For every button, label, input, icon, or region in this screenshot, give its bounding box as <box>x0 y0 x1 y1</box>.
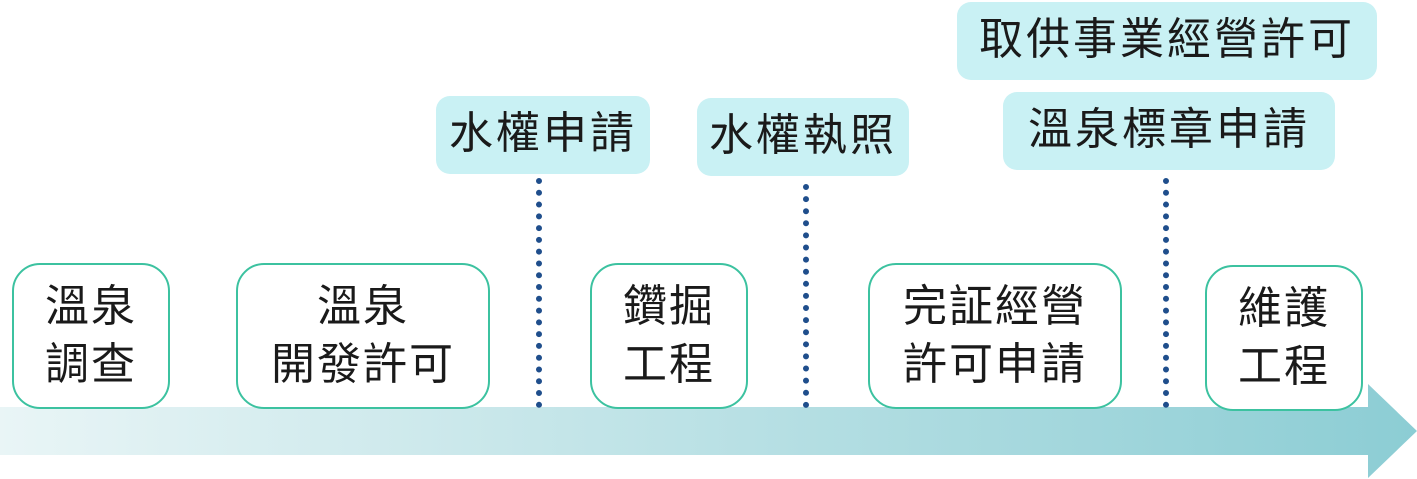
step-drilling-works: 鑽掘 工程 <box>590 263 748 409</box>
milestone-tag-hot-spring-label: 溫泉標章申請 <box>1003 92 1335 170</box>
milestone-line-hot-spring-label <box>1163 178 1169 408</box>
step-text-line2: 開發許可 <box>271 339 455 390</box>
step-text-line2: 工程 <box>623 339 715 390</box>
milestone-tag-water-right-license: 水權執照 <box>697 98 909 176</box>
milestone-line-water-right-license <box>803 184 809 408</box>
step-completion-operation-permit: 完証經營 許可申請 <box>868 263 1122 409</box>
step-text-line1: 溫泉 <box>45 281 137 332</box>
step-development-permit: 溫泉 開發許可 <box>236 263 490 409</box>
step-text-line2: 工程 <box>1238 341 1330 392</box>
milestone-tag-water-right-application: 水權申請 <box>436 96 650 174</box>
step-text-line1: 鑽掘 <box>623 281 715 332</box>
step-text-line1: 溫泉 <box>317 281 409 332</box>
step-text-line2: 調查 <box>45 339 137 390</box>
step-hot-spring-survey: 溫泉 調查 <box>12 263 170 409</box>
step-text-line1: 維護 <box>1238 283 1330 334</box>
milestone-line-water-right-application <box>536 178 542 408</box>
step-maintenance-works: 維護 工程 <box>1205 265 1363 411</box>
step-text-line1: 完証經營 <box>903 281 1087 332</box>
milestone-tag-business-permit: 取供事業經營許可 <box>957 2 1377 80</box>
step-text-line2: 許可申請 <box>903 339 1087 390</box>
